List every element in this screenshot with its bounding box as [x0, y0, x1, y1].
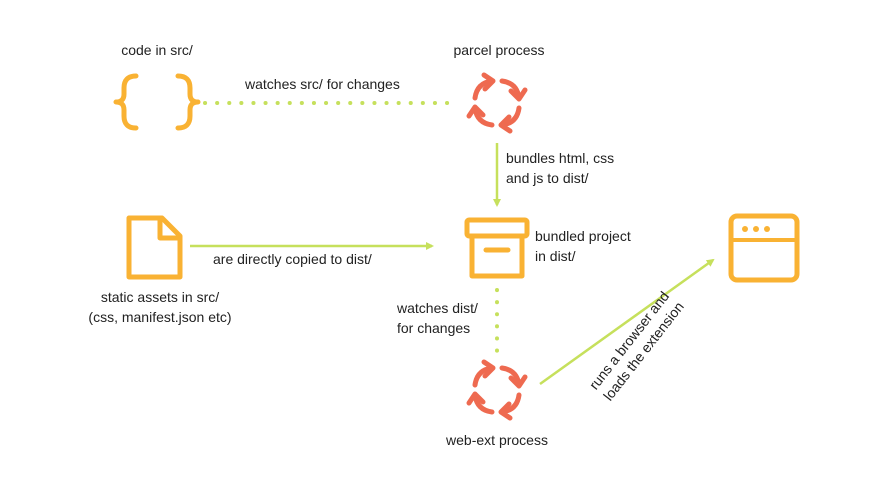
browser-window-icon — [728, 213, 800, 283]
file-icon — [126, 215, 183, 280]
archive-box-icon — [464, 217, 530, 279]
edge-label-copy: are directly copied to dist/ — [213, 251, 372, 267]
node-label-code: code in src/ — [121, 42, 193, 58]
sync-arrows-icon — [466, 72, 528, 134]
node-label-webext: web-ext process — [446, 432, 548, 448]
sync-arrows-icon — [466, 359, 528, 421]
node-label-static: static assets in src/ (css, manifest.jso… — [88, 289, 232, 325]
edge-label-bundle: bundles html, css and js to dist/ — [506, 150, 615, 186]
edge-label-watch-dist: watches dist/ for changes — [397, 300, 478, 336]
edge-run-browser-arrow — [539, 258, 715, 386]
curly-braces-icon — [113, 73, 201, 131]
node-label-parcel: parcel process — [453, 42, 545, 58]
edge-label-watch-src: watches src/ for changes — [245, 76, 400, 92]
node-label-bundled: bundled project in dist/ — [535, 228, 631, 264]
